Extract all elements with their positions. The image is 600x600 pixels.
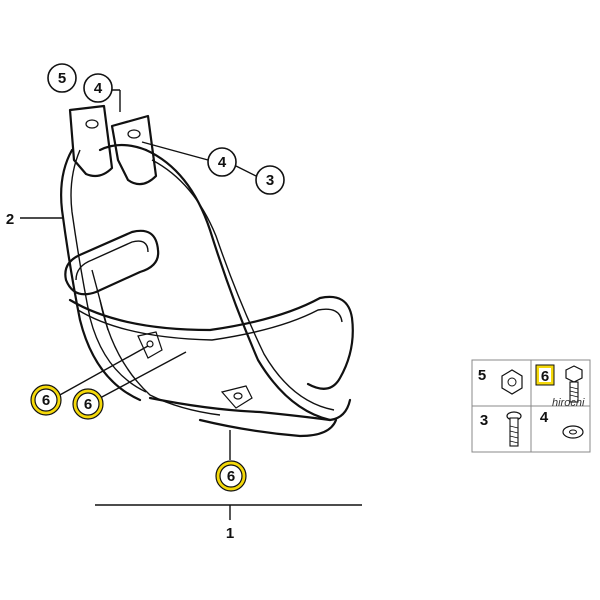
parts-grid-cell-6[interactable]: 6 <box>535 364 583 403</box>
parts-grid-cell-4[interactable]: 4 <box>540 409 584 439</box>
svg-text:4: 4 <box>94 80 103 97</box>
callout-1[interactable]: 1 <box>226 525 234 542</box>
parts-grid-cell-3[interactable]: 3 <box>480 411 522 447</box>
parts-grid-cell-5[interactable]: 5 <box>478 367 523 395</box>
leader-part-4-side <box>141 141 209 161</box>
callout-6-bottom[interactable]: 6 <box>215 460 247 492</box>
crash-bar-frame <box>60 143 354 438</box>
svg-text:6: 6 <box>541 368 549 385</box>
callout-6-mid[interactable]: 6 <box>72 388 104 420</box>
leader-lines <box>20 89 362 520</box>
mounting-bracket-right <box>110 114 158 186</box>
callout-3[interactable]: 3 <box>255 165 285 195</box>
leader-part-6-mid <box>99 351 187 399</box>
leader-part-3 <box>235 165 257 177</box>
svg-text:6: 6 <box>42 392 50 409</box>
svg-text:4: 4 <box>540 409 549 426</box>
svg-text:3: 3 <box>266 172 274 189</box>
hex-nut-icon <box>501 369 523 395</box>
hex-bolt-icon <box>565 365 583 403</box>
callout-2[interactable]: 2 <box>6 211 14 228</box>
svg-text:4: 4 <box>218 154 227 171</box>
svg-text:1: 1 <box>226 525 234 542</box>
mounting-bracket-left <box>68 104 114 178</box>
svg-text:3: 3 <box>480 412 488 429</box>
callout-4-top[interactable]: 4 <box>83 73 113 103</box>
leader-part-6-left <box>57 345 149 397</box>
svg-text:6: 6 <box>84 396 92 413</box>
svg-text:2: 2 <box>6 211 14 228</box>
svg-text:5: 5 <box>478 367 486 384</box>
parts-grid: 5 6 3 <box>471 359 591 453</box>
washer-icon <box>562 425 584 439</box>
callout-4-side[interactable]: 4 <box>207 147 237 177</box>
screw-icon <box>506 411 522 447</box>
callout-6-left[interactable]: 6 <box>30 384 62 416</box>
svg-text:5: 5 <box>58 70 66 87</box>
watermark-text: hirochi <box>552 397 585 409</box>
callout-5[interactable]: 5 <box>47 63 77 93</box>
svg-text:6: 6 <box>227 468 235 485</box>
